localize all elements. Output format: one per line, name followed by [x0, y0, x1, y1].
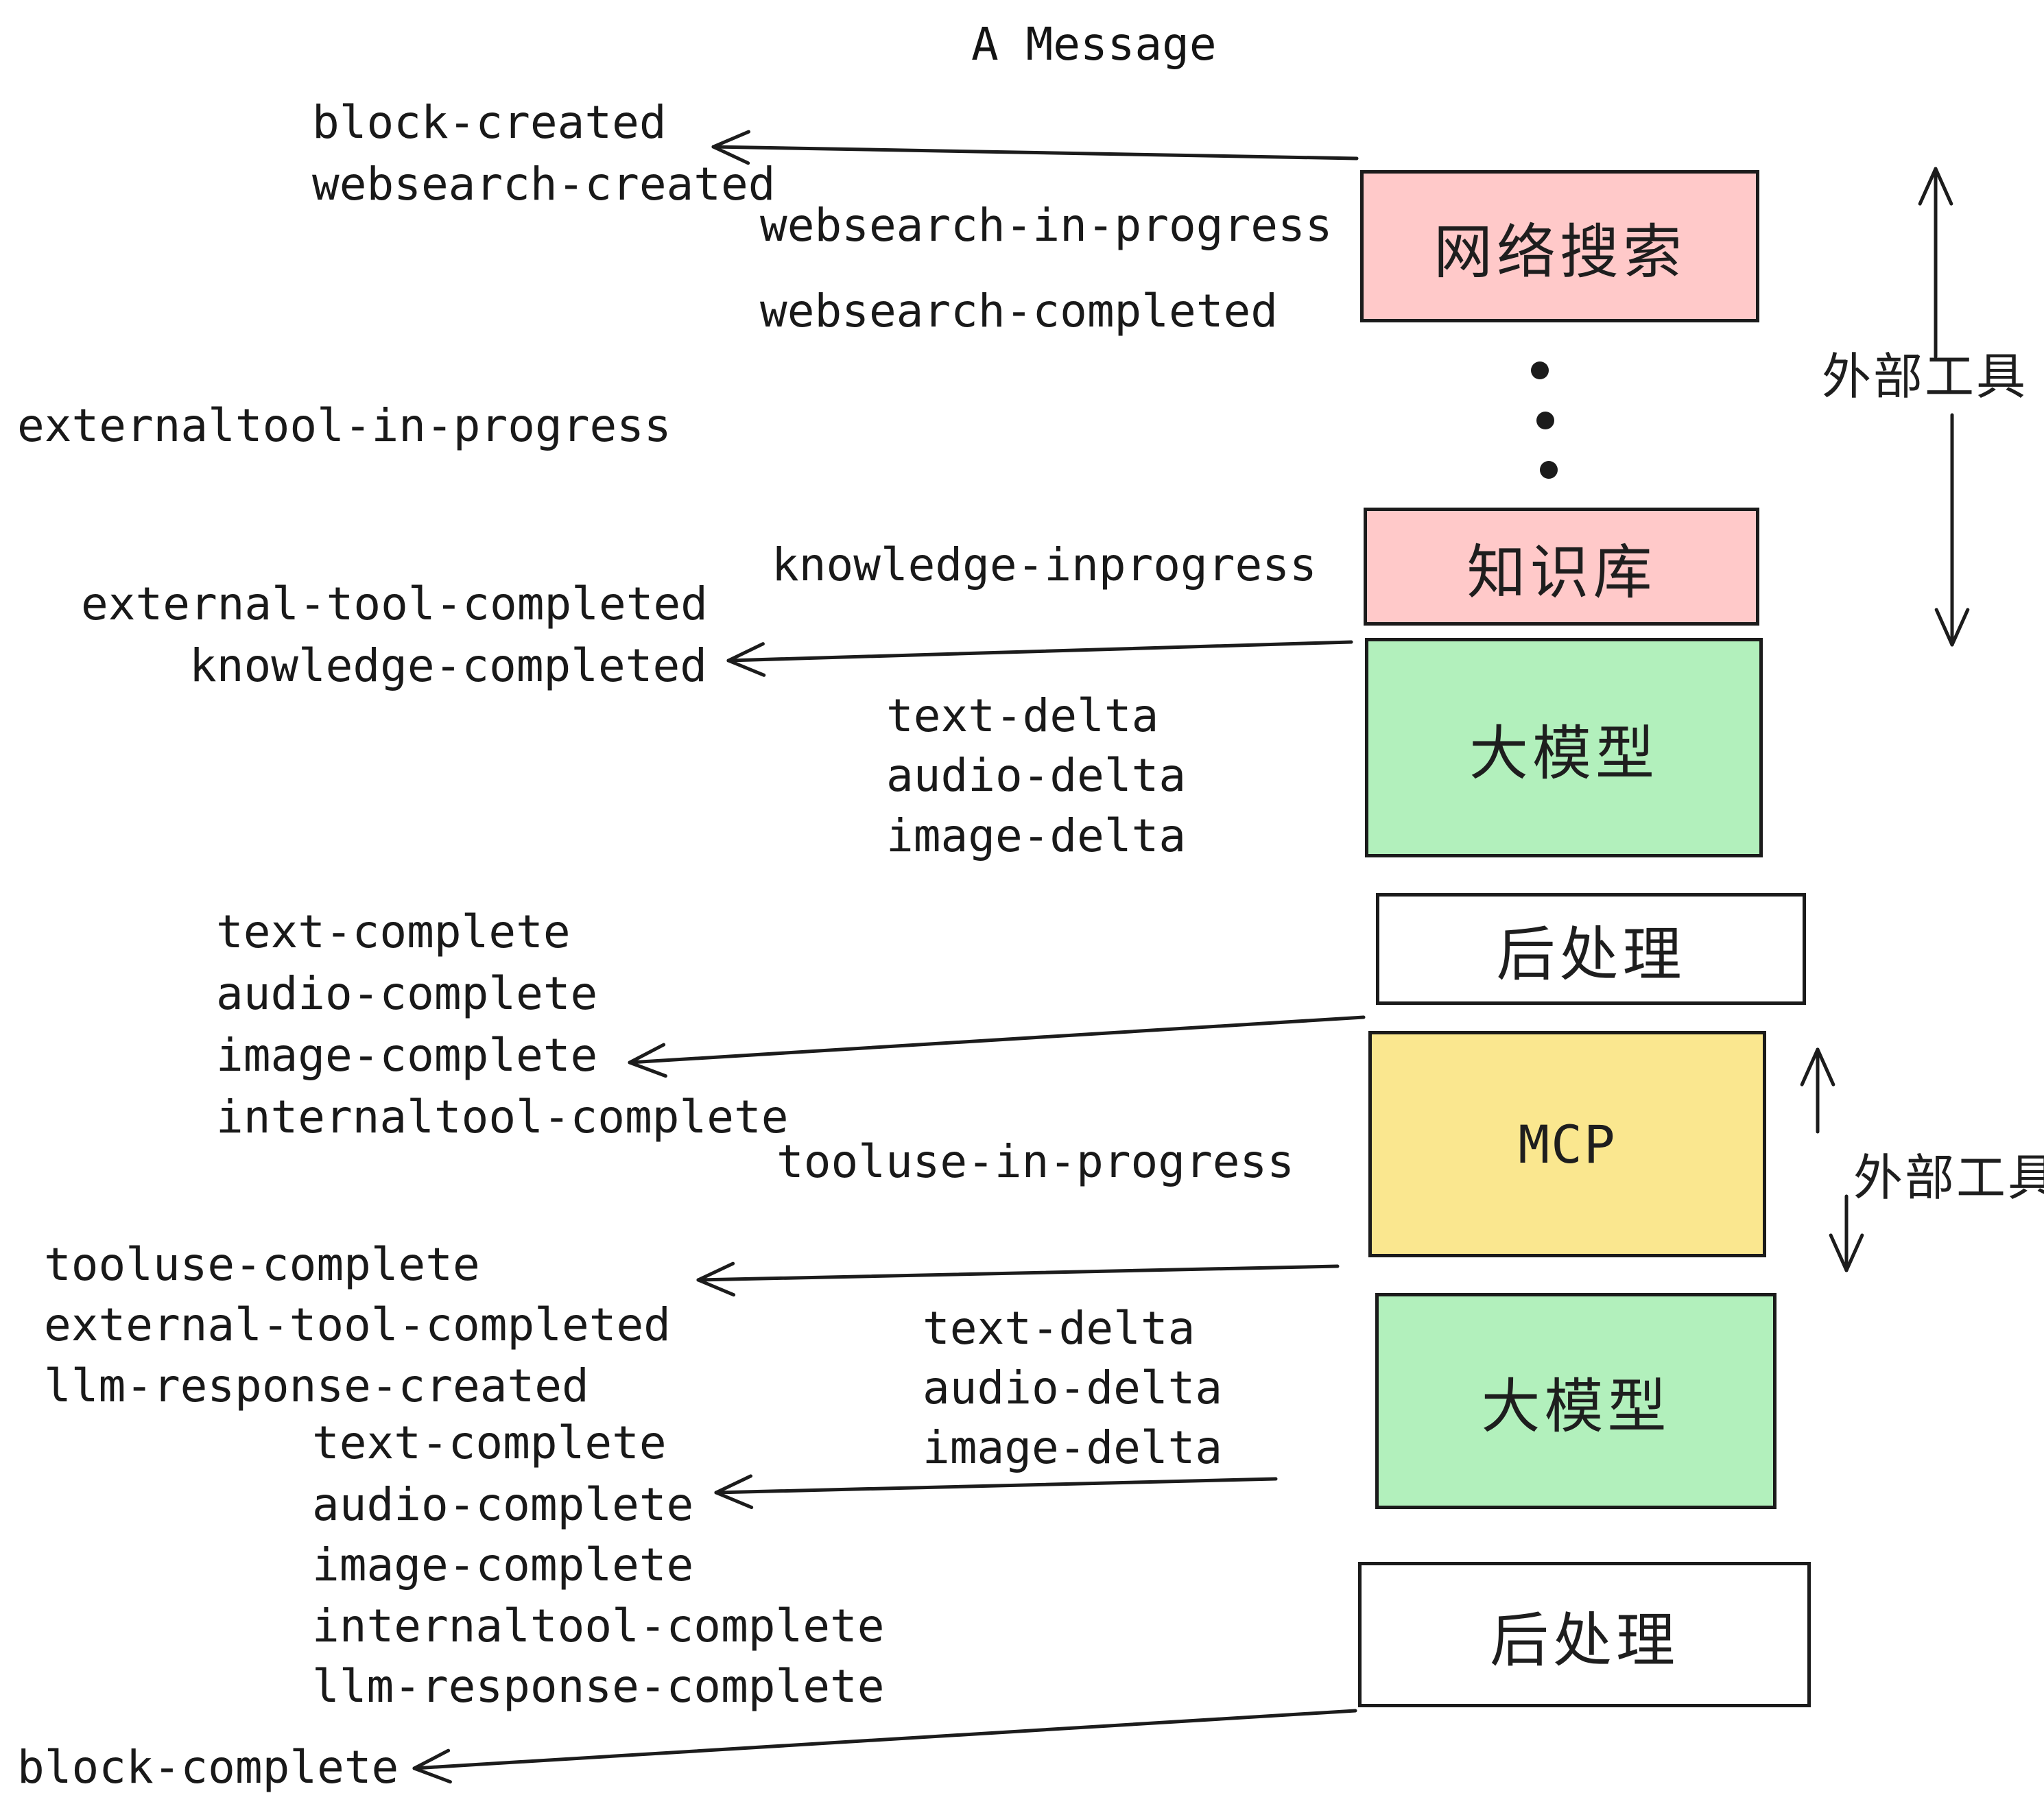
vertical-ellipsis-dot: [1540, 461, 1558, 479]
arrow-to-block-complete: [412, 1709, 1357, 1784]
event-image-complete-1: image-complete: [216, 1029, 598, 1082]
event-image-delta-2: image-delta: [923, 1421, 1223, 1474]
box-websearch: 网络搜索: [1360, 170, 1759, 322]
event-image-delta-1: image-delta: [886, 809, 1187, 862]
box-knowledge-label: 知识库: [1466, 538, 1656, 607]
event-knowledge-inprogress: knowledge-inprogress: [772, 538, 1317, 591]
arrow-to-block-created: [711, 130, 1359, 165]
arrow-external-tools-down-1: [1934, 413, 1970, 647]
box-mcp: MCP: [1368, 1031, 1766, 1257]
box-llm-1-label: 大模型: [1469, 719, 1659, 788]
event-audio-delta-2: audio-delta: [923, 1362, 1223, 1414]
diagram-title: A Message: [971, 18, 1217, 71]
event-tooluse-complete: tooluse-complete: [44, 1238, 480, 1291]
box-post-1: 后处理: [1376, 893, 1806, 1005]
box-knowledge: 知识库: [1364, 508, 1759, 626]
arrow-to-knowledge-completed: [726, 640, 1353, 677]
box-llm-1: 大模型: [1365, 638, 1763, 857]
box-post-2-label: 后处理: [1490, 1606, 1679, 1675]
box-post-1-label: 后处理: [1496, 921, 1686, 989]
event-audio-complete-2: audio-complete: [312, 1478, 694, 1531]
event-block-created: block-created: [312, 96, 667, 149]
arrow-to-tooluse-complete: [696, 1261, 1340, 1297]
event-websearch-completed: websearch-completed: [760, 285, 1278, 337]
arrow-to-image-complete: [628, 1015, 1366, 1078]
box-mcp-label: MCP: [1518, 1113, 1617, 1175]
event-internaltool-complete-2: internaltool-complete: [312, 1600, 885, 1652]
event-audio-complete-1: audio-complete: [216, 967, 598, 1020]
box-post-2: 后处理: [1358, 1562, 1811, 1707]
event-internaltool-complete-1: internaltool-complete: [216, 1091, 789, 1143]
box-websearch-label: 网络搜索: [1434, 217, 1686, 287]
box-llm-2: 大模型: [1375, 1293, 1776, 1509]
event-text-delta-2: text-delta: [923, 1302, 1196, 1355]
event-text-complete-2: text-complete: [312, 1416, 667, 1469]
event-text-delta-1: text-delta: [886, 689, 1159, 742]
event-externaltool-in-progress: externaltool-in-progress: [17, 399, 672, 452]
event-image-complete-2: image-complete: [312, 1539, 694, 1591]
box-llm-2-label: 大模型: [1481, 1373, 1671, 1441]
event-external-tool-completed-2: external-tool-completed: [44, 1298, 671, 1351]
event-llm-response-created: llm-response-created: [44, 1360, 589, 1412]
external-tools-label-1: 外部工具: [1822, 348, 2028, 405]
event-audio-delta-1: audio-delta: [886, 749, 1187, 802]
vertical-ellipsis-dot: [1536, 412, 1554, 429]
external-tools-label-2: 外部工具: [1853, 1149, 2044, 1207]
event-websearch-created: websearch-created: [312, 158, 776, 211]
arrow-to-audio-complete: [714, 1474, 1278, 1510]
event-external-tool-completed-1: external-tool-completed: [81, 578, 708, 630]
event-text-complete-1: text-complete: [216, 905, 571, 958]
vertical-ellipsis-dot: [1531, 361, 1549, 379]
arrow-external-tools-up-1: [1918, 167, 1953, 359]
event-llm-response-complete: llm-response-complete: [312, 1660, 885, 1713]
event-knowledge-completed: knowledge-completed: [189, 639, 707, 692]
event-block-complete: block-complete: [17, 1741, 399, 1794]
event-tooluse-in-progress: tooluse-in-progress: [776, 1135, 1294, 1188]
arrow-external-tools-up-2: [1800, 1047, 1835, 1134]
event-websearch-in-progress: websearch-in-progress: [760, 199, 1333, 252]
